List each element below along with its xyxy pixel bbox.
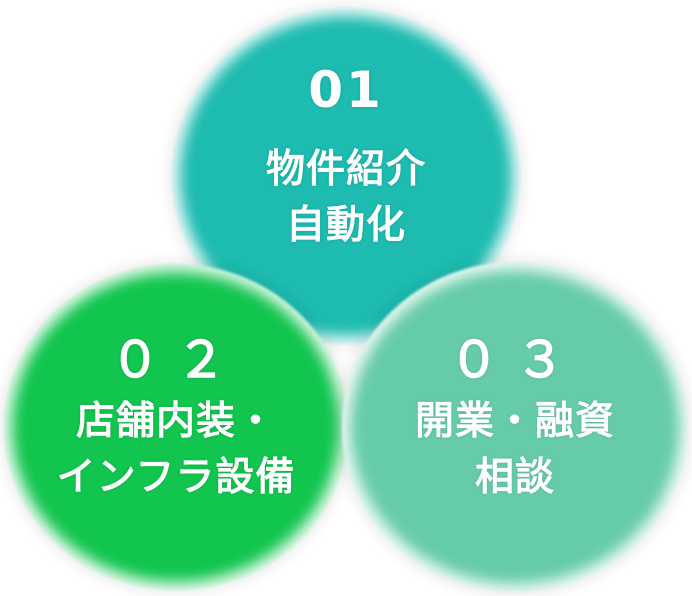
item-03-line2: 相談 — [474, 455, 555, 500]
circle-03 — [342, 262, 688, 592]
circle-02 — [4, 264, 348, 590]
item-03-line1: 開業・融資 — [414, 399, 615, 444]
item-03-number: ０３ — [449, 331, 581, 389]
item-01-line2: 自動化 — [285, 203, 406, 248]
item-01-label: 01 物件紹介 自動化 — [172, 60, 520, 254]
item-02-line2: インフラ設備 — [56, 455, 296, 500]
item-02-label: ０２ 店舗内装・ インフラ設備 — [4, 330, 348, 506]
item-02-number: ０２ — [110, 331, 242, 389]
item-01-line1: 物件紹介 — [265, 147, 426, 192]
item-03-label: ０３ 開業・融資 相談 — [342, 330, 688, 506]
item-02-line1: 店舗内装・ — [75, 399, 276, 444]
item-01-number: 01 — [308, 61, 384, 119]
